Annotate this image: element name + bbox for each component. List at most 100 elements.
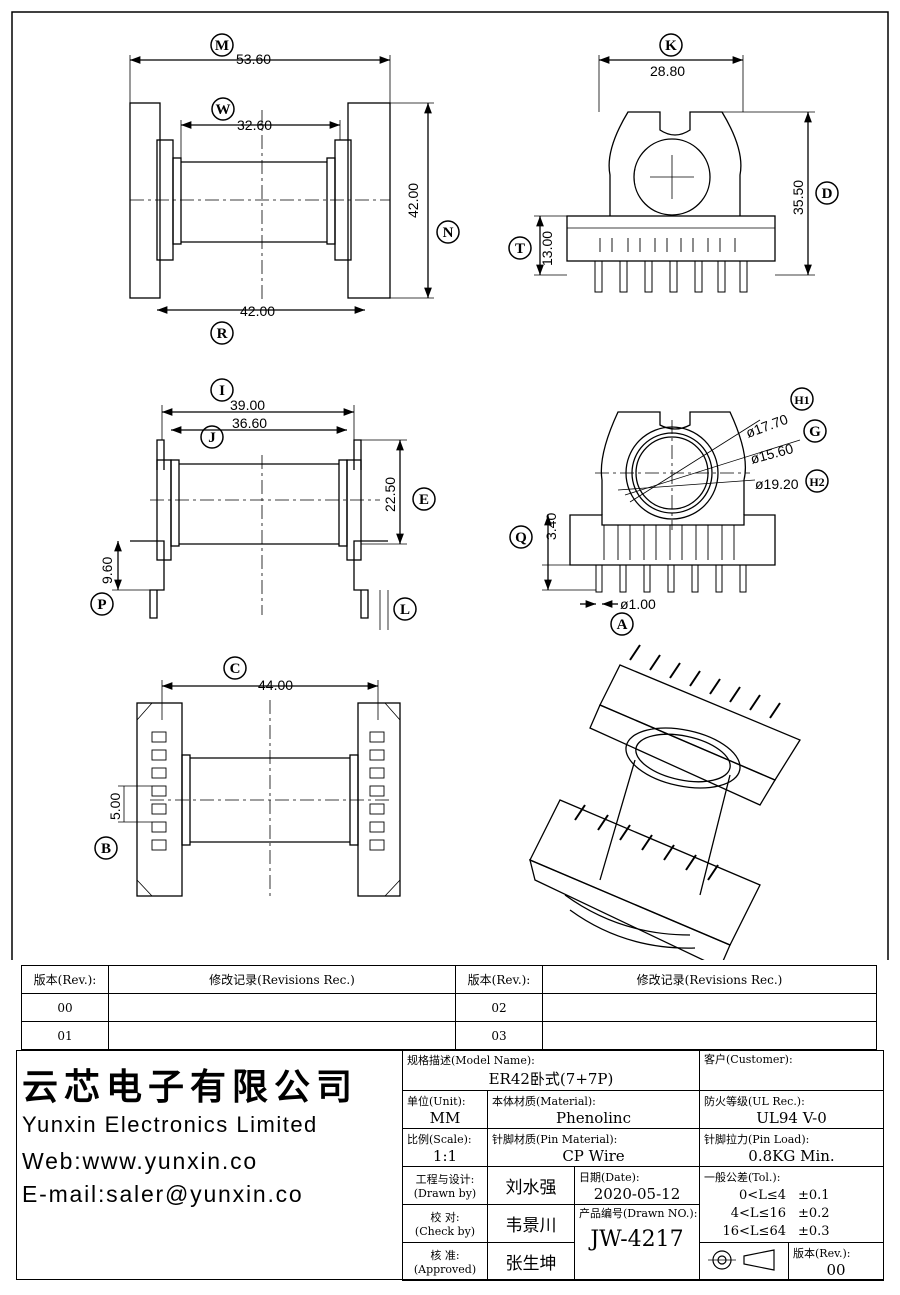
approved-value: 张生坤: [487, 1242, 575, 1281]
tol-label: 一般公差(Tol.):: [704, 1171, 781, 1184]
svg-text:C: C: [230, 661, 241, 677]
label-h1-icon: H1: [790, 387, 814, 411]
approved-label-cell: 核 准: (Approved): [402, 1242, 488, 1281]
rev-cell: 02: [455, 993, 543, 1022]
end-view-detail: [542, 411, 801, 608]
label-q-icon: Q: [509, 525, 533, 549]
date-label: 日期(Date):: [579, 1170, 640, 1184]
pin-load-label: 针脚拉力(Pin Load):: [704, 1132, 810, 1146]
label-m-icon: M: [210, 33, 234, 57]
engineering-drawing: 53.60 32.60 42.00 42.00 28.80 35.50 13.0…: [11, 11, 889, 960]
svg-text:H2: H2: [809, 475, 824, 489]
dim-c: 44.00: [258, 677, 293, 693]
date-value: 2020-05-12: [593, 1184, 681, 1203]
label-h2-icon: H2: [805, 469, 829, 493]
table-row: 00 02: [21, 993, 877, 1022]
dim-h2: ø19.20: [755, 476, 799, 492]
rec-header-right: 修改记录(Revisions Rec.): [542, 965, 877, 994]
drawn-value: 刘水强: [487, 1166, 575, 1205]
ul-label: 防火等级(UL Rec.):: [704, 1094, 805, 1108]
pin-load-cell: 针脚拉力(Pin Load): 0.8KG Min.: [699, 1128, 884, 1167]
label-l-icon: L: [393, 597, 417, 621]
drawn-label-cell: 工程与设计: (Drawn by): [402, 1166, 488, 1205]
projection-symbol-icon: [699, 1242, 789, 1281]
dim-q: 3.40: [543, 513, 559, 540]
front-view: [129, 55, 434, 314]
svg-text:N: N: [443, 225, 454, 241]
label-j-icon: J: [200, 425, 224, 449]
rec-cell: [108, 993, 456, 1022]
dim-h1: ø17.70: [744, 411, 791, 441]
title-table: 规格描述(Model Name): ER42卧式(7+7P) 客户(Custom…: [402, 1050, 884, 1281]
rec-cell: [108, 1021, 456, 1050]
rev-cell: 03: [455, 1021, 543, 1050]
model-cell: 规格描述(Model Name): ER42卧式(7+7P): [402, 1050, 700, 1091]
check-value: 韦景川: [487, 1204, 575, 1243]
company-info: 云芯电子有限公司 Yunxin Electronics Limited Web:…: [22, 1058, 397, 1208]
end-view: [534, 55, 815, 293]
label-e-icon: E: [412, 487, 436, 511]
model-label: 规格描述(Model Name):: [407, 1054, 535, 1067]
label-n-icon: N: [436, 220, 460, 244]
label-g-icon: G: [803, 419, 827, 443]
svg-text:W: W: [216, 102, 231, 118]
dim-w: 32.60: [237, 117, 272, 133]
model-value: ER42卧式(7+7P): [488, 1070, 614, 1088]
rev-cell-title: 版本(Rev.): 00: [788, 1242, 884, 1281]
customer-label: 客户(Customer):: [704, 1053, 793, 1066]
check-label-cn: 校 对:: [430, 1211, 460, 1224]
svg-text:L: L: [400, 602, 410, 618]
label-w-icon: W: [211, 97, 235, 121]
svg-text:H1: H1: [794, 393, 809, 407]
customer-cell: 客户(Customer):: [699, 1050, 884, 1091]
ul-cell: 防火等级(UL Rec.): UL94 V-0: [699, 1090, 884, 1129]
svg-text:B: B: [101, 841, 111, 857]
drawn-no-value: JW-4217: [590, 1227, 684, 1252]
tol-row: 4<L≤16±0.2: [730, 1206, 830, 1221]
dim-i: 39.00: [230, 397, 265, 413]
rev-label: 版本(Rev.):: [793, 1246, 851, 1260]
rec-header-left: 修改记录(Revisions Rec.): [108, 965, 456, 994]
label-d-icon: D: [815, 181, 839, 205]
label-c-icon: C: [223, 656, 247, 680]
svg-text:P: P: [97, 597, 106, 613]
svg-text:R: R: [217, 326, 228, 342]
dim-j: 36.60: [232, 415, 267, 431]
side-view: [112, 405, 407, 630]
rev-cell: 00: [21, 993, 109, 1022]
check-label-en: (Check by): [414, 1225, 476, 1238]
label-i-icon: I: [210, 378, 234, 402]
svg-text:Q: Q: [515, 530, 527, 546]
drawing-frame: [11, 11, 889, 960]
rev-cell: 01: [21, 1021, 109, 1050]
label-t-icon: T: [508, 236, 532, 260]
rec-cell: [542, 993, 877, 1022]
scale-label: 比例(Scale):: [407, 1132, 472, 1146]
unit-label: 单位(Unit):: [407, 1094, 466, 1108]
label-b-icon: B: [94, 836, 118, 860]
unit-cell: 单位(Unit): MM: [402, 1090, 488, 1129]
rev-header-right: 版本(Rev.):: [455, 965, 543, 994]
revisions-table: 版本(Rev.): 修改记录(Revisions Rec.) 版本(Rev.):…: [21, 965, 877, 1050]
pin-material-value: CP Wire: [562, 1146, 625, 1165]
callouts: M W N R K D T I J E P L H1 G H2 Q A C B: [90, 33, 839, 860]
dim-t: 13.00: [539, 231, 555, 266]
drawn-no-label: 产品编号(Drawn NO.):: [579, 1207, 698, 1220]
svg-text:A: A: [617, 617, 628, 633]
svg-text:D: D: [822, 186, 833, 202]
approved-label-en: (Approved): [413, 1263, 477, 1276]
material-cell: 本体材质(Material): Phenolinc: [487, 1090, 700, 1129]
tol-row: 0<L≤4±0.1: [739, 1188, 830, 1203]
table-row: 01 03: [21, 1021, 877, 1050]
revisions-header-row: 版本(Rev.): 修改记录(Revisions Rec.) 版本(Rev.):…: [21, 965, 877, 994]
label-r-icon: R: [210, 321, 234, 345]
dim-r: 42.00: [240, 303, 275, 319]
svg-text:G: G: [809, 424, 821, 440]
scale-cell: 比例(Scale): 1:1: [402, 1128, 488, 1167]
dim-p: 9.60: [99, 557, 115, 584]
tol-row: 16<L≤64±0.3: [722, 1224, 830, 1239]
rec-cell: [542, 1021, 877, 1050]
company-name-cn: 云芯电子有限公司: [22, 1067, 359, 1108]
company-email: E-mail:saler@yunxin.co: [22, 1181, 304, 1207]
rev-header-left: 版本(Rev.):: [21, 965, 109, 994]
